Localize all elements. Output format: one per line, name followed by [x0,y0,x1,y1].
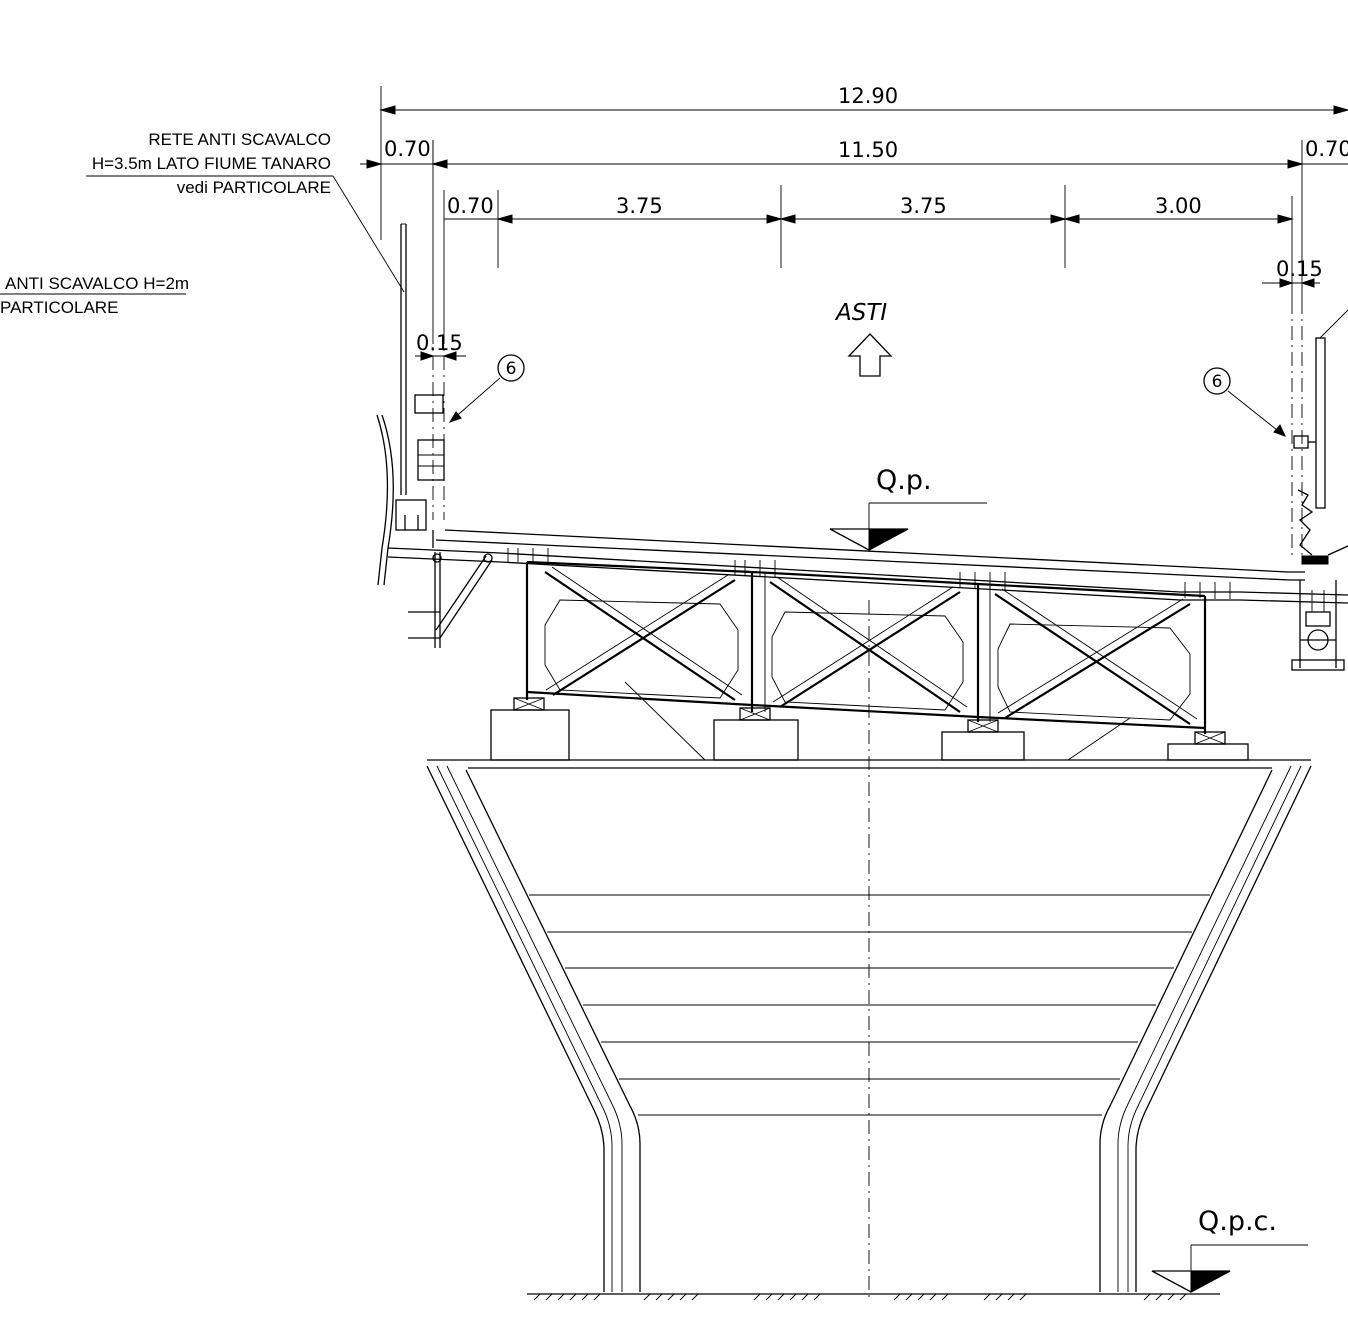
dim-shoulder-left: 0.70 [447,194,494,218]
ground-line [527,1293,1220,1301]
dim-lane-1: 3.75 [616,194,663,218]
pier [426,759,1312,1292]
left-barrier-and-net [376,223,445,586]
note-net-river-line1: RETE ANTI SCAVALCO [148,130,331,149]
callout-left-circle [497,354,525,382]
dim-barrier-right: 0.15 [1276,257,1323,281]
note-net-2m-line1: ANTI SCAVALCO H=2m [5,274,189,293]
callout-left-leader [451,377,501,421]
dim-curb-left: 0.70 [384,137,431,161]
note-net-river-line2: H=3.5m LATO FIUME TANARO [92,154,331,173]
cross-bracing [544,566,1198,725]
level-ground-label: Q.p.c. [1198,1206,1277,1237]
left-cantilever-bracket [408,552,493,648]
deck-slab [387,529,1348,604]
dim-lane-3: 3.00 [1155,194,1202,218]
steel-girders [525,560,1207,734]
dimension-lines [360,86,1348,361]
callout-left-number: 6 [506,359,517,379]
right-barrier-and-net [1291,300,1348,565]
dim-total-width: 12.90 [838,84,898,108]
right-utility-bracket [1291,580,1345,671]
dim-curb-right: 0.70 [1305,137,1348,161]
note-net-2m-line2: PARTICOLARE [0,298,118,317]
note-leader-river [86,175,405,293]
callout-right-leader [1227,390,1283,435]
level-deck-marker-icon [829,502,987,551]
dim-barrier-left: 0.15 [416,331,463,355]
bearings [490,681,1249,761]
level-ground-marker-icon [1151,1244,1308,1293]
dim-lane-2: 3.75 [900,194,947,218]
direction-label: ASTI [834,300,887,326]
dim-carriageway: 11.50 [838,138,898,162]
direction-arrow-icon [847,333,893,377]
note-net-river-line3: vedi PARTICOLARE [177,178,331,197]
callout-right-circle [1203,367,1231,395]
callout-right-number: 6 [1212,372,1223,392]
level-deck-label: Q.p. [876,465,932,496]
